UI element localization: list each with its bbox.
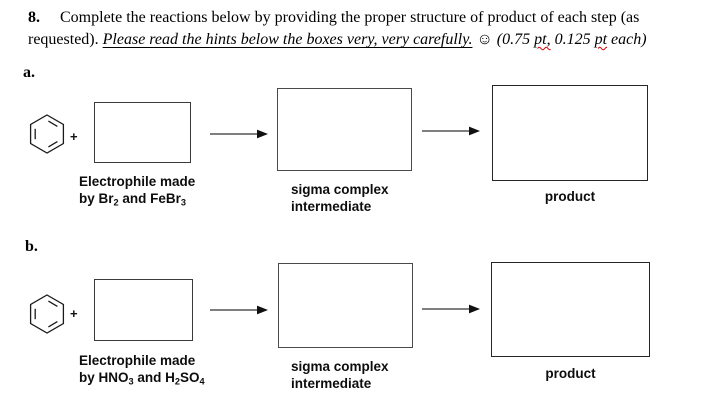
text-segment: each) [607, 31, 647, 48]
part-label-b: b. [25, 238, 38, 255]
text-segment: SO [180, 370, 200, 385]
answer-box-product-b[interactable] [491, 262, 650, 357]
part-label-a: a. [23, 64, 35, 81]
electrophile-hint-b-line2: by HNO3 and H2SO4 [79, 369, 205, 390]
sigma-hint-a-line2: intermediate [291, 199, 372, 214]
sigma-complex-hint-a: sigma complex intermediate [291, 181, 389, 215]
answer-box-electrophile-a[interactable] [94, 102, 191, 163]
smiley-icon: ☺ [476, 31, 493, 48]
text-segment: 0.125 [550, 31, 595, 48]
electrophile-hint-b: Electrophile made by HNO3 and H2SO4 [79, 352, 205, 390]
electrophile-hint-a-line2: by Br2 and FeBr3 [79, 190, 195, 211]
sigma-hint-b-line2: intermediate [291, 376, 372, 391]
reaction-arrow-icon [210, 129, 268, 139]
text-segment: 2 [174, 376, 180, 387]
reaction-arrow-icon [422, 304, 480, 314]
answer-box-product-a[interactable] [492, 85, 648, 181]
text-segment: requested). [28, 31, 103, 48]
question-text: Complete the reactions below by providin… [60, 9, 640, 26]
question-line-1: 8. Complete the reactions below by provid… [28, 7, 694, 29]
text-segment: by HNO [79, 370, 129, 385]
text-segment: and H [133, 370, 175, 385]
text-segment: pt [594, 31, 608, 48]
text-segment: Please read the hints below the boxes ve… [102, 31, 473, 48]
product-hint-b: product [545, 366, 596, 381]
reaction-arrow-icon [422, 126, 480, 136]
question-header: 8. Complete the reactions below by provid… [28, 7, 694, 51]
text-segment: pt, [534, 31, 551, 48]
sigma-hint-b-line1: sigma complex [291, 359, 389, 374]
question-number: 8. [28, 9, 40, 26]
text-segment: and FeBr [118, 191, 181, 206]
sigma-hint-a-line1: sigma complex [291, 182, 389, 197]
plus-sign: + [70, 129, 78, 144]
text-segment: 3 [128, 376, 134, 387]
reaction-arrow-icon [210, 305, 268, 315]
answer-box-sigma-complex-b[interactable] [278, 263, 413, 348]
text-segment: 2 [113, 197, 119, 208]
text-segment: by Br [79, 191, 114, 206]
text-segment: 4 [199, 376, 205, 387]
electrophile-hint-a: Electrophile made by Br2 and FeBr3 [79, 173, 195, 211]
answer-box-electrophile-b[interactable] [94, 279, 193, 341]
electrophile-hint-b-line1: Electrophile made [79, 353, 196, 368]
plus-sign: + [70, 306, 78, 321]
benzene-ring-icon [29, 114, 65, 154]
sigma-complex-hint-b: sigma complex intermediate [291, 358, 389, 392]
question-line-2: requested). Please read the hints below … [28, 29, 694, 51]
electrophile-hint-a-line1: Electrophile made [79, 174, 196, 189]
answer-box-sigma-complex-a[interactable] [277, 88, 412, 171]
text-segment: (0.75 [496, 31, 535, 48]
benzene-ring-icon [29, 294, 65, 334]
text-segment: 3 [180, 197, 186, 208]
product-hint-a: product [544, 189, 596, 204]
